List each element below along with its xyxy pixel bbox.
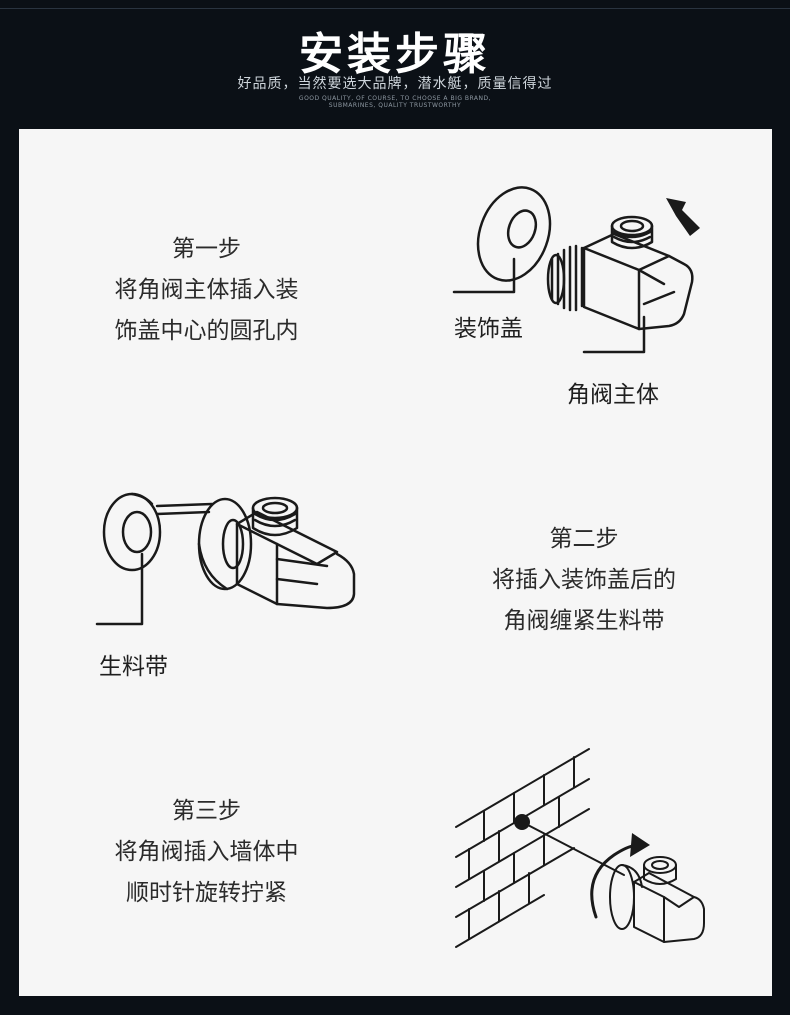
tape-label: 生料带 — [99, 654, 168, 680]
alignment-line — [523, 822, 625, 876]
subtitle-english-line-2: SUBMARINES, QUALITY TRUSTWORTHY — [328, 102, 462, 109]
valve-body — [582, 246, 641, 331]
cover-leader-line — [452, 257, 516, 294]
page-subtitle: 好品质，当然要选大品牌，潜水艇，质量信得过 — [237, 76, 553, 92]
page-subtitle-english: GOOD QUALITY, OF COURSE, TO CHOOSE A BIG… — [0, 95, 790, 109]
step-1-heading: 第一步 — [172, 236, 241, 262]
step-3-text: 第三步 将角阀插入墙体中 顺时针旋转拧紧 — [69, 791, 344, 914]
page-title: 安装步骤 — [299, 29, 491, 80]
ptfe-tape-strand — [155, 502, 214, 516]
step-2-illustration — [95, 492, 356, 626]
step-3-line-1: 将角阀插入墙体中 — [114, 839, 299, 865]
step-3-heading: 第三步 — [172, 798, 241, 824]
insert-direction-arrow — [666, 198, 700, 236]
step-1-line-1: 将角阀主体插入装 — [114, 277, 299, 303]
valve-outlet-thread — [610, 215, 654, 237]
instructions-panel: 第一步 将角阀主体插入装 饰盖中心的圆孔内 — [19, 129, 772, 996]
step-3-line-2: 顺时针旋转拧紧 — [126, 880, 287, 906]
step-2-heading: 第二步 — [549, 526, 619, 552]
decorative-cover-hole — [506, 209, 538, 249]
step-2-line-1: 将插入装饰盖后的 — [492, 567, 676, 593]
brick-wall — [455, 748, 590, 948]
cover-label: 装饰盖 — [454, 316, 523, 342]
tape-leader-line — [95, 552, 144, 626]
step-1-line-2: 饰盖中心的圆孔内 — [114, 318, 299, 344]
subtitle-english-line-1: GOOD QUALITY, OF COURSE, TO CHOOSE A BIG… — [298, 95, 492, 102]
valve-body — [633, 881, 665, 943]
decorative-cover-rim — [476, 186, 552, 282]
step-2-line-2: 角阀缠紧生料带 — [503, 608, 665, 634]
valve-body-leader-line — [582, 315, 646, 354]
rotation-arrow-head — [630, 833, 650, 857]
wall-hole — [514, 814, 530, 830]
step-3-illustration — [455, 748, 705, 948]
valve-outlet-thread — [643, 856, 677, 874]
step-1-illustration — [452, 186, 700, 354]
step-1-text: 第一步 将角阀主体插入装 饰盖中心的圆孔内 — [69, 229, 344, 352]
header-divider — [0, 8, 790, 9]
valve-outlet-thread — [251, 496, 299, 520]
valve-body-label: 角阀主体 — [567, 382, 659, 408]
step-2-text: 第二步 将插入装饰盖后的 角阀缠紧生料带 — [459, 519, 709, 642]
